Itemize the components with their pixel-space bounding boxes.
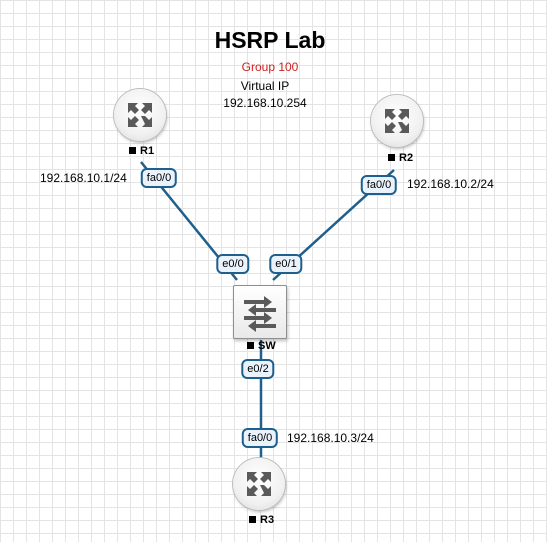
switch-sw[interactable] — [233, 285, 287, 339]
router-r1[interactable] — [114, 89, 166, 141]
router-r2-label: R2 — [388, 152, 413, 164]
switch-icon — [244, 296, 276, 332]
router-icon — [385, 109, 409, 133]
router-r2-ip: 192.168.10.2/24 — [407, 177, 494, 191]
node-marker-icon — [249, 516, 256, 523]
r1-fa0-0-port[interactable]: fa0/0 — [140, 168, 178, 188]
router-r2[interactable] — [371, 95, 423, 147]
r2-fa0-0-port[interactable]: fa0/0 — [360, 175, 398, 195]
router-r3-label: R3 — [249, 514, 274, 526]
sw-e0-0-port[interactable]: e0/0 — [216, 254, 250, 274]
router-icon — [247, 472, 271, 496]
node-marker-icon — [388, 154, 395, 161]
virtual-ip-address: 192.168.10.254 — [223, 96, 307, 110]
router-r3[interactable] — [233, 458, 285, 510]
sw-e0-1-port[interactable]: e0/1 — [269, 254, 303, 274]
page-title: HSRP Lab — [214, 27, 326, 53]
router-r1-ip: 192.168.10.1/24 — [40, 171, 127, 185]
node-marker-icon — [129, 147, 136, 154]
r3-fa0-0-port[interactable]: fa0/0 — [241, 428, 279, 448]
router-r1-label: R1 — [129, 145, 154, 157]
node-marker-icon — [247, 342, 254, 349]
virtual-ip-label: Virtual IP — [240, 79, 290, 93]
hsrp-group-label: Group 100 — [241, 60, 299, 74]
router-r3-ip: 192.168.10.3/24 — [287, 431, 374, 445]
sw-e0-2-port[interactable]: e0/2 — [241, 359, 275, 379]
router-icon — [128, 103, 152, 127]
switch-sw-label: SW — [247, 340, 276, 352]
